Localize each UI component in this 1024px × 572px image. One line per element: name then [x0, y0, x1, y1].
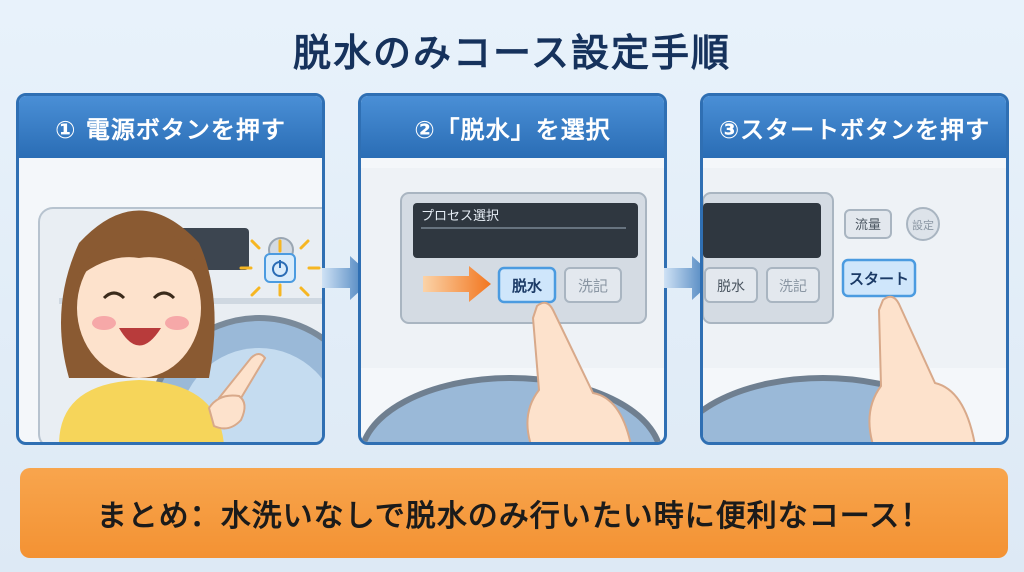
step-panel-3: ③スタートボタンを押す 脱水 洗記 流量 設定	[700, 93, 1009, 445]
summary-banner: まとめ：水洗いなしで脱水のみ行いたい時に便利なコース！	[20, 468, 1008, 558]
svg-text:スタート: スタート	[849, 270, 909, 288]
svg-text:流量: 流量	[855, 218, 881, 233]
spin-button[interactable]: 脱水	[704, 267, 758, 303]
power-button-highlight	[239, 239, 321, 297]
step-3-illustration: 脱水 洗記 流量 設定 スタート	[703, 158, 1006, 442]
step-panel-1: ① 電源ボタンを押す	[16, 93, 325, 445]
wash-button[interactable]: 洗記	[564, 267, 622, 303]
orange-arrow-icon	[423, 266, 491, 302]
start-button[interactable]: スタート	[841, 258, 917, 298]
svg-text:脱水: 脱水	[512, 277, 543, 295]
settings-round-button[interactable]: 設定	[906, 207, 940, 241]
volume-button[interactable]: 流量	[844, 209, 892, 239]
step-2-illustration: プロセス選択 脱水 洗記	[361, 158, 664, 442]
spin-button[interactable]: 脱水	[497, 266, 557, 304]
svg-text:脱水: 脱水	[717, 279, 745, 295]
step-2-header: ②「脱水」を選択	[361, 96, 664, 158]
svg-text:洗記: 洗記	[779, 278, 807, 295]
step-panel-2: ②「脱水」を選択 プロセス選択 脱水 洗記	[358, 93, 667, 445]
step-1-illustration	[19, 158, 322, 442]
page-title: 脱水のみコース設定手順	[292, 31, 732, 75]
step-1-header: ① 電源ボタンを押す	[19, 96, 322, 158]
step-3-header: ③スタートボタンを押す	[703, 96, 1006, 158]
wash-button[interactable]: 洗記	[766, 267, 820, 303]
display-label: プロセス選択	[421, 209, 499, 224]
svg-text:洗記: 洗記	[578, 277, 608, 295]
svg-text:設定: 設定	[912, 218, 934, 232]
